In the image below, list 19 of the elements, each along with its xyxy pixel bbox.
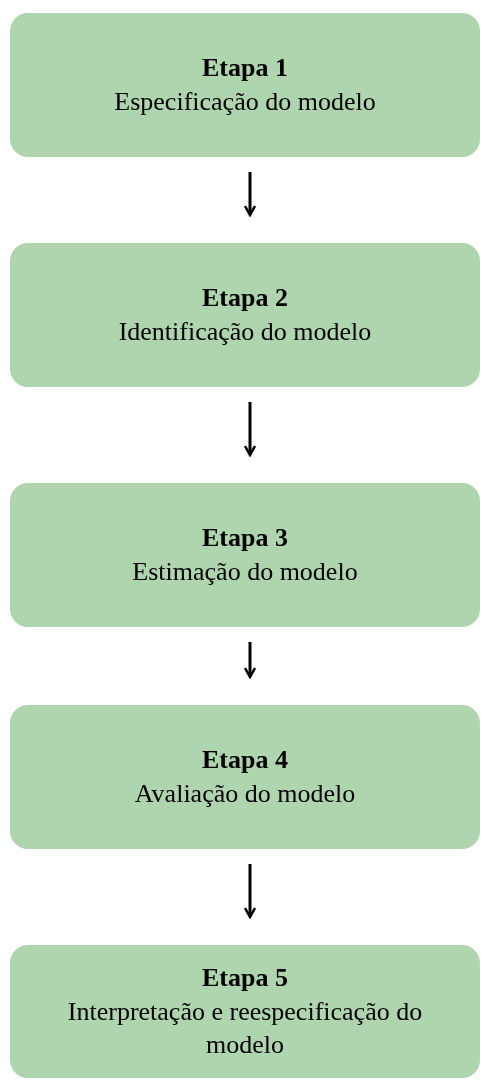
- process-box: [10, 705, 480, 849]
- step-title: Etapa 3: [202, 522, 288, 555]
- step-title: Etapa 2: [202, 282, 288, 315]
- step-title: Etapa 1: [202, 52, 288, 85]
- arrow: [243, 864, 257, 919]
- arrow: [243, 402, 257, 457]
- step-description: Especificação do modelo: [114, 86, 376, 118]
- arrow: [243, 172, 257, 217]
- step-description: Identificação do modelo: [118, 316, 372, 348]
- step-title: Etapa 5: [202, 961, 288, 994]
- step-description: Estimação do modelo: [132, 556, 358, 588]
- process-box: [10, 483, 480, 627]
- process-box: [10, 13, 480, 157]
- step-description: Interpretação e reespecificação do modelo: [66, 995, 424, 1062]
- process-box: [10, 945, 480, 1078]
- arrow: [243, 642, 257, 679]
- step-title: Etapa 4: [202, 744, 288, 777]
- process-box: [10, 243, 480, 387]
- step-description: Avaliação do modelo: [134, 778, 356, 810]
